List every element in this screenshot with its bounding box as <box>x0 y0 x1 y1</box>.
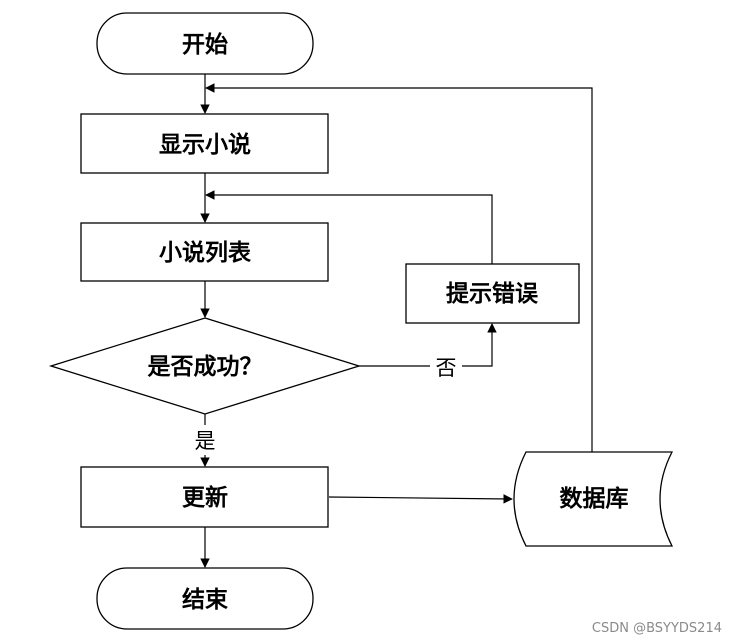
error-prompt-node: 提示错误 <box>405 263 580 324</box>
edge-decision-no <box>359 323 497 367</box>
start-node: 开始 <box>96 12 314 75</box>
edge-error-to-list <box>205 190 493 264</box>
show-novel-label: 显示小说 <box>159 131 251 158</box>
start-label: 开始 <box>182 31 228 58</box>
update-label: 更新 <box>182 484 228 511</box>
novel-list-node: 小说列表 <box>80 222 329 282</box>
edge-label-yes: 是 <box>195 429 216 453</box>
watermark-text: CSDN @BSYYDS214 <box>592 621 722 636</box>
yes-label-bg <box>191 425 219 455</box>
edge-update-to-database <box>328 494 513 504</box>
novel-list-label: 小说列表 <box>159 239 252 266</box>
end-label: 结束 <box>182 586 229 613</box>
success-decision-label: 是否成功？ <box>148 353 263 380</box>
success-decision-node: 是否成功？ <box>48 317 362 415</box>
edge-label-no: 否 <box>436 356 457 380</box>
error-prompt-label: 提示错误 <box>446 280 539 307</box>
no-label-bg <box>430 351 462 381</box>
show-novel-node: 显示小说 <box>80 113 329 174</box>
database-node: 数据库 <box>513 451 674 547</box>
edge-database-to-show <box>205 83 593 452</box>
end-node: 结束 <box>96 567 314 630</box>
database-label: 数据库 <box>560 485 629 512</box>
update-node: 更新 <box>80 466 329 528</box>
